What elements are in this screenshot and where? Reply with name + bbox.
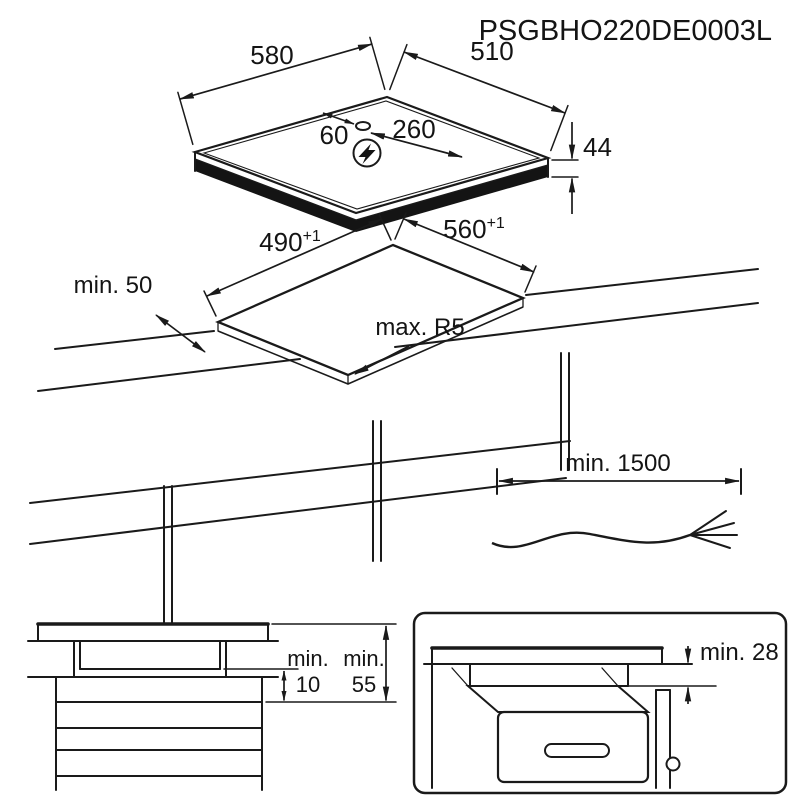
shelf-edge-bottom — [29, 477, 567, 545]
hole-distance-dimension: 260 — [369, 114, 464, 158]
worktop-edge-top-right — [525, 268, 759, 296]
cutout-depth-edge — [217, 306, 524, 385]
oven-clearance-label: min. 28 — [700, 639, 779, 666]
cabinet-with-drawers — [55, 676, 263, 791]
hole-offset-dimension: 60 — [320, 112, 355, 150]
hob-isometric-view: 580 510 44 60 260 — [177, 36, 612, 232]
min-label-2: min. — [343, 646, 385, 671]
width-label: 580 — [250, 40, 293, 70]
power-cable-view: min. 1500 — [491, 450, 742, 549]
oven-top-face — [465, 685, 651, 713]
table-leg-left — [163, 485, 173, 624]
hole-distance-label: 260 — [392, 114, 435, 144]
oven-handle — [544, 743, 610, 758]
drawer-installation-view: min. 10 min. 55 — [27, 622, 397, 791]
hob-front-left-band — [195, 159, 356, 232]
min-value-2: 55 — [352, 672, 376, 697]
table-leg-right — [560, 352, 570, 471]
cable-wire-ends — [689, 510, 738, 549]
oven-installation-view: min. 28 — [412, 611, 788, 795]
oven-clearance-dimension: min. 28 — [621, 639, 779, 704]
fixing-screw-icon — [665, 756, 681, 772]
width-dimension: 580 — [177, 36, 386, 146]
cutout-width-label: 560+1 — [443, 214, 505, 244]
hole-offset-label: 60 — [320, 120, 349, 150]
oven-front-face — [496, 710, 650, 784]
model-code-text: PSGBHO220DE0003L — [479, 15, 772, 47]
hob-body-profile — [79, 640, 221, 670]
height-label: 44 — [583, 132, 612, 162]
cable-entry-hole — [355, 121, 371, 131]
edge-clearance-label: min. 50 — [74, 272, 153, 299]
cable-length-label: min. 1500 — [565, 450, 670, 477]
side-panel-with-screw — [655, 689, 681, 789]
cable-curve — [491, 531, 691, 549]
depth-label: 510 — [470, 36, 513, 66]
depth-dimension: 510 — [389, 36, 569, 152]
min-label-1: min. — [287, 646, 329, 671]
shelf-edge-top — [29, 440, 571, 504]
min-value-1: 10 — [296, 672, 320, 697]
worktop-edge-bottom-left — [37, 358, 301, 392]
worktop-edge-bottom-right — [394, 302, 759, 348]
edge-clearance-dimension: min. 50 — [74, 272, 206, 353]
corner-radius-callout: max. R5 — [354, 314, 465, 375]
drawer-clearance-dimensions: min. 10 min. 55 — [223, 623, 397, 703]
cutout-depth-label: 490+1 — [259, 227, 321, 257]
built-in-oven — [451, 667, 651, 784]
worktop-cutout-view: 490+1 560+1 min. 50 max. R5 — [29, 212, 759, 624]
frame-border — [412, 611, 788, 795]
cutout-width-dimension: 560+1 — [394, 212, 537, 293]
table-leg-middle — [372, 420, 382, 562]
hob-front-right-band — [356, 165, 548, 232]
height-dimension: 44 — [551, 122, 612, 214]
lightning-bolt-icon — [358, 143, 376, 164]
corner-radius-label: max. R5 — [375, 314, 464, 341]
cutout-depth-dimension: 490+1 — [203, 213, 392, 317]
